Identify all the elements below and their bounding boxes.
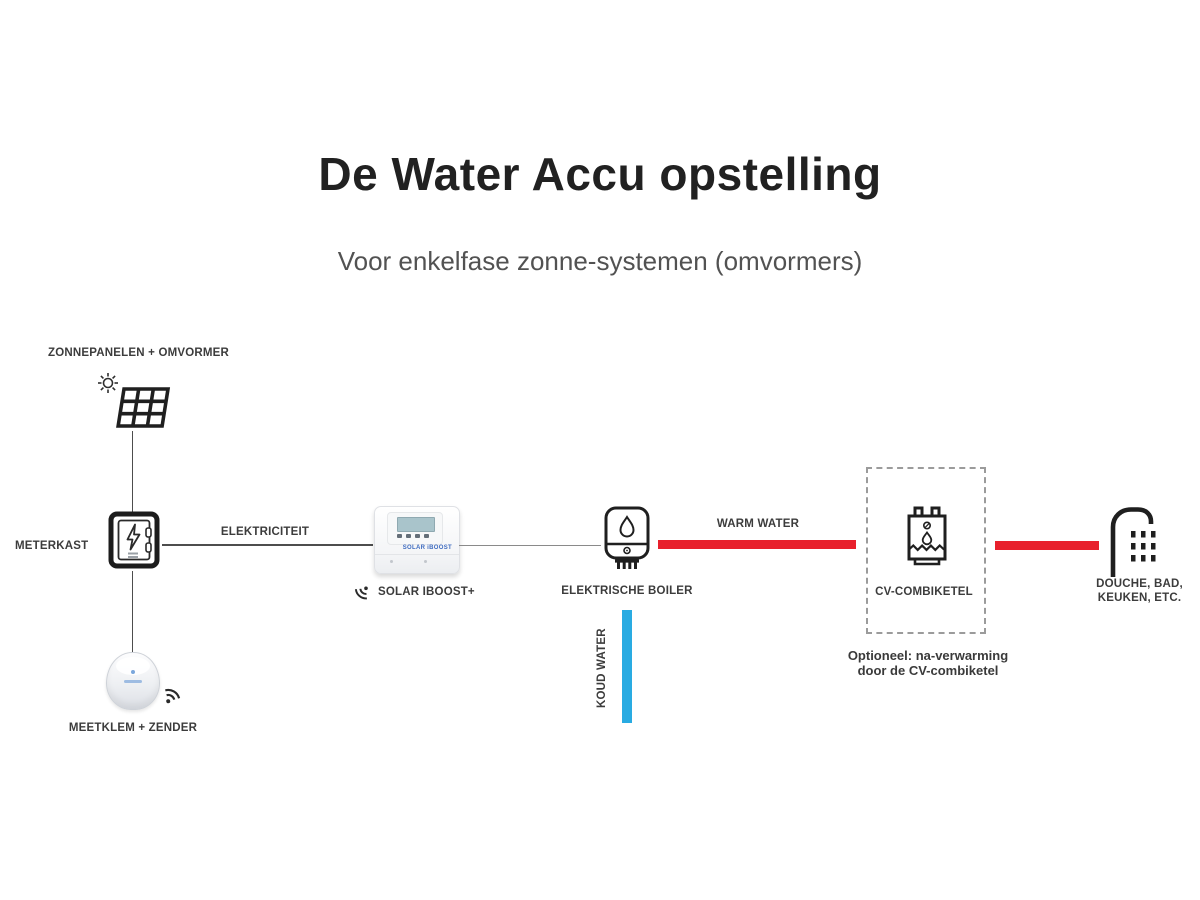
iboost-buttons	[397, 534, 437, 538]
page-subtitle: Voor enkelfase zonne-systemen (omvormers…	[337, 246, 863, 276]
meterkast-label: METERKAST	[15, 540, 89, 552]
cv-combiketel-icon	[899, 503, 955, 576]
koud-water-pipe	[622, 610, 632, 723]
solar-iboost-device: SOLAR iBOOST	[374, 506, 460, 574]
optional-note: Optioneel: na-verwarming door de CV-comb…	[847, 648, 1009, 678]
warm-water-pipe-out	[995, 541, 1099, 550]
elektrische-boiler-label: ELEKTRISCHE BOILER	[561, 585, 693, 597]
meetklem-device	[106, 652, 160, 710]
warm-water-pipe	[658, 540, 856, 549]
douche-label: DOUCHE, BAD, KEUKEN, ETC.	[1096, 578, 1183, 604]
iboost-device-badge: SOLAR iBOOST	[402, 545, 452, 551]
signal-icon	[351, 579, 371, 603]
solar-panel-icon	[94, 368, 172, 437]
koud-water-label: KOUD WATER	[596, 628, 608, 708]
zonnepanelen-label: ZONNEPANELEN + OMVORMER	[48, 347, 230, 359]
connector-panel-meterkast	[132, 431, 133, 513]
shower-icon	[1104, 503, 1168, 584]
cv-combiketel-label: CV-COMBIKETEL	[875, 586, 973, 598]
warm-water-label: WARM WATER	[716, 518, 800, 530]
elektriciteit-label: ELEKTRICITEIT	[220, 526, 310, 538]
iboost-lcd-screen	[397, 517, 435, 532]
page-title: De Water Accu opstelling	[318, 148, 882, 200]
connector-iboost-boiler	[459, 545, 601, 546]
connector-elektriciteit	[162, 544, 373, 546]
boiler-icon	[603, 506, 651, 577]
wifi-signal-icon	[160, 682, 186, 711]
meterkast-icon	[108, 511, 160, 574]
connector-meterkast-meetklem	[132, 571, 133, 652]
optional-dashed-box	[866, 467, 986, 634]
sun-icon	[98, 373, 118, 393]
iboost-control-panel	[387, 512, 443, 545]
meetklem-label: MEETKLEM + ZENDER	[68, 722, 198, 734]
solar-iboost-label: SOLAR IBOOST+	[378, 586, 475, 598]
